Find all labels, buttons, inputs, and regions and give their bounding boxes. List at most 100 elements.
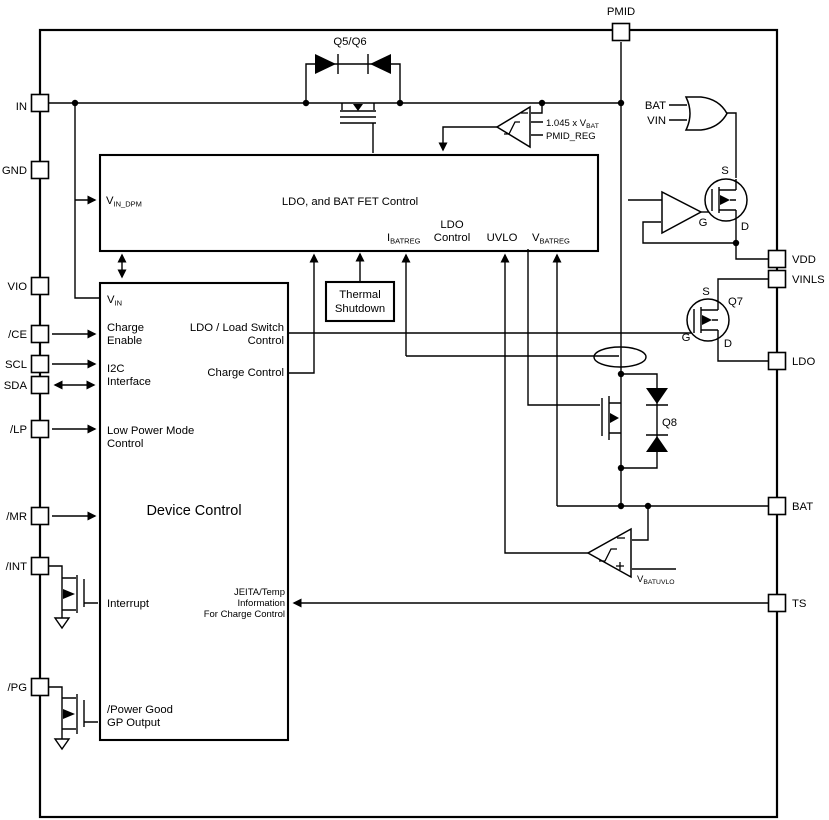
q7-s-label: S — [702, 286, 710, 298]
device-control-title: Device Control — [146, 503, 241, 519]
q7-g-label: G — [682, 332, 691, 344]
pin-ldo-label: LDO — [792, 356, 815, 368]
wire-vinls-to-q7 — [717, 278, 769, 299]
vdd-ldo-amp — [661, 190, 703, 235]
wire-comp-ref-stubs — [531, 121, 543, 136]
comparator-icon — [495, 105, 531, 149]
wire-orgate-inputs — [669, 104, 687, 121]
ground-icon — [53, 617, 71, 630]
arrow-uvlo — [500, 253, 588, 554]
pin-pg — [30, 677, 50, 697]
arrow-pmidcomp-out — [438, 126, 497, 152]
charge-enable-label-2: Enable — [107, 335, 142, 347]
wire-pg-fet — [49, 686, 98, 739]
or-gate-icon — [684, 96, 728, 131]
ldo-bat-fet-control-block: VIN_DPM LDO, and BAT FET Control IBATREG… — [98, 153, 600, 253]
charge-enable-label-1: Charge — [107, 322, 144, 334]
fet-body-arrow-icon — [63, 589, 75, 599]
power-good-label-2: GP Output — [107, 717, 161, 729]
pin-bat — [767, 496, 787, 516]
vin-label: VIN — [107, 294, 122, 308]
ibatreg-label: IBATREG — [387, 232, 421, 246]
power-good-label-1: /Power Good — [107, 704, 173, 716]
pin-sda — [30, 375, 50, 395]
pin-ce-label: /CE — [8, 329, 27, 341]
amplifier-icon — [661, 190, 703, 235]
int-opendrain-fet — [53, 575, 85, 630]
batuvlo-comparator: VBATUVLO — [586, 527, 675, 586]
wire-q8-diode-branch — [621, 373, 658, 469]
wire-amp-feedback — [642, 221, 736, 244]
q5q6-label: Q5/Q6 — [333, 36, 366, 48]
q7-fet: S G D Q7 — [682, 286, 743, 350]
wire-q5q6-diode-branch — [305, 63, 401, 103]
pin-gnd-label: GND — [2, 165, 27, 177]
pmid-ref2-label: PMID_REG — [546, 131, 596, 142]
i2c-label-1: I2C — [107, 363, 125, 375]
charge-control-label: Charge Control — [207, 367, 284, 379]
fet-body-arrow-icon — [63, 709, 75, 719]
i2c-label-2: Interface — [107, 376, 151, 388]
fet-body-arrow-icon — [702, 315, 712, 325]
device-control-block: VIN Charge Enable LDO / Load Switch Cont… — [98, 281, 290, 742]
pin-lp-label: /LP — [10, 424, 27, 436]
pin-lp — [30, 419, 50, 439]
interrupt-label: Interrupt — [107, 598, 150, 610]
pin-int — [30, 556, 50, 576]
ldo-control-label-2: Control — [434, 232, 470, 244]
pin-gnd — [30, 160, 50, 180]
pin-vio-label: VIO — [8, 281, 28, 293]
pin-int-label: /INT — [6, 561, 27, 573]
thermal-shutdown-block: Thermal Shutdown — [324, 280, 396, 323]
vdd-pass-fet: S G D — [699, 165, 749, 233]
thermal-label-1: Thermal — [339, 289, 380, 301]
vbatuvlo-label: VBATUVLO — [637, 574, 675, 586]
ldo-loadswitch-label-1: LDO / Load Switch — [190, 322, 284, 334]
uvlo-label: UVLO — [487, 232, 518, 244]
q5-diode-icon — [315, 54, 336, 74]
low-power-label-1: Low Power Mode — [107, 425, 194, 437]
q8-bottom-diode-icon — [646, 436, 668, 452]
hysteresis-icon — [504, 121, 520, 135]
vddfet-s-label: S — [721, 165, 729, 177]
pin-ts — [767, 593, 787, 613]
q8-fet: Q8 — [601, 388, 677, 452]
pins: PMID IN GND VIO /CE SCL SDA /LP /MR /INT… — [2, 6, 825, 697]
pin-pg-label: /PG — [8, 682, 27, 694]
pin-mr — [30, 506, 50, 526]
jeita-label-3: For Charge Control — [204, 609, 285, 620]
thermal-label-2: Shutdown — [335, 303, 385, 315]
pin-vdd-label: VDD — [792, 254, 816, 266]
wire-orgate-to-fet — [727, 112, 737, 178]
arrow-charge-control — [288, 253, 319, 374]
ground-icon — [53, 738, 71, 751]
or-input-bat-label: BAT — [645, 100, 666, 112]
q7-label: Q7 — [728, 296, 743, 308]
q8-top-diode-icon — [646, 388, 668, 404]
ldo-control-label-1: LDO — [440, 219, 463, 231]
fet-body-arrow-icon — [720, 195, 730, 205]
wire-vdd-drain — [735, 222, 768, 260]
pin-pmid — [611, 22, 631, 42]
q8-label: Q8 — [662, 417, 677, 429]
pin-bat-label: BAT — [792, 501, 813, 513]
pin-ts-label: TS — [792, 598, 807, 610]
wire-batfet-gate-drive — [527, 249, 600, 406]
pin-in-label: IN — [16, 101, 27, 113]
pin-pmid-label: PMID — [607, 6, 635, 18]
ldo-block-title: LDO, and BAT FET Control — [282, 196, 418, 208]
junction-dots — [71, 99, 740, 510]
wire-int-fet — [49, 565, 98, 618]
pmid-ref1-label: 1.045 x VBAT — [546, 118, 599, 130]
signal-arrows — [52, 126, 769, 608]
pin-sda-label: SDA — [4, 380, 28, 392]
vbatreg-label: VBATREG — [532, 232, 570, 246]
wire-q7-to-ldo — [717, 341, 769, 362]
pin-scl-label: SCL — [5, 359, 27, 371]
pin-ce — [30, 324, 50, 344]
or-gate: BAT VIN — [645, 96, 728, 131]
wire-batcomp-input — [632, 506, 649, 541]
q5q6-fet: Q5/Q6 — [315, 36, 391, 124]
